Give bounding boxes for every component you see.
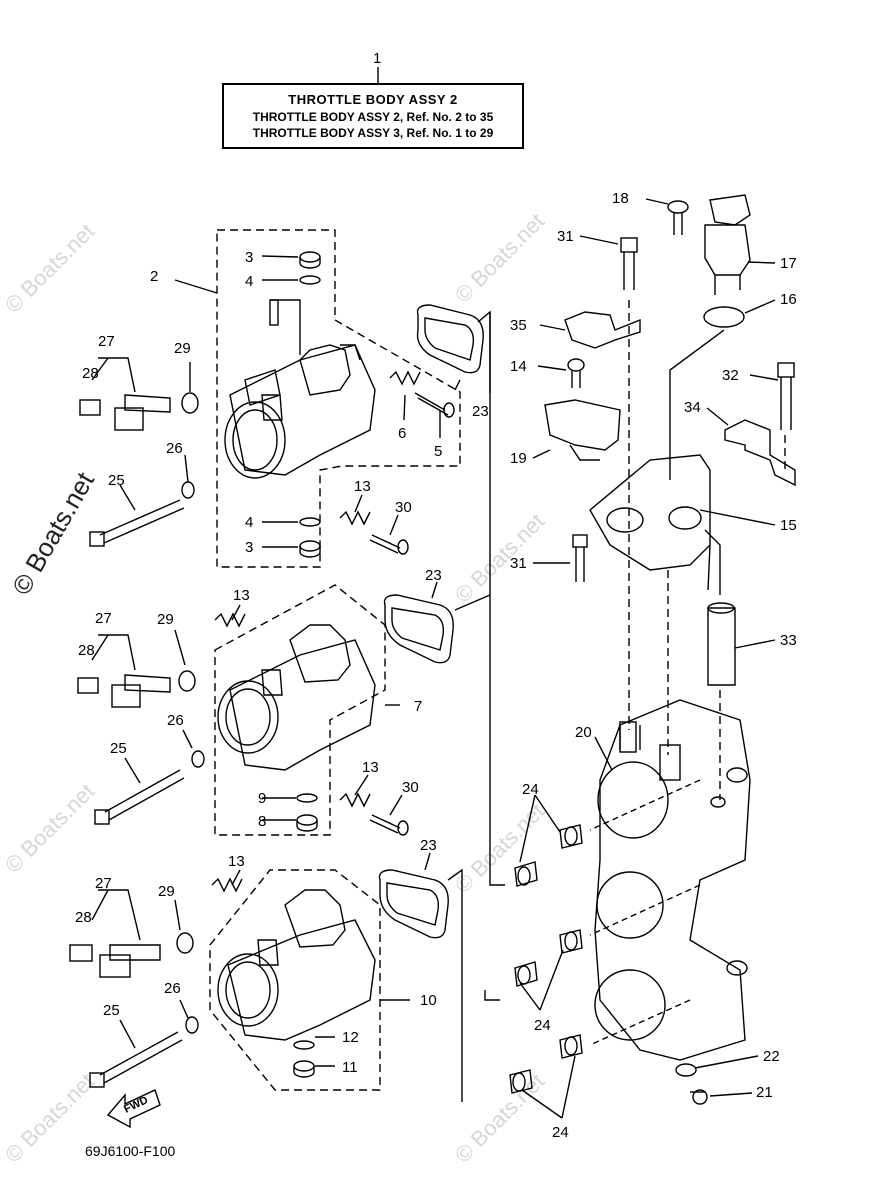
callout-33: 33 bbox=[780, 632, 797, 649]
title-line-1: THROTTLE BODY ASSY 2 bbox=[288, 92, 458, 107]
callout-24: 24 bbox=[534, 1017, 551, 1034]
throttle-body-group-7 bbox=[77, 581, 491, 836]
callout-19: 19 bbox=[510, 450, 527, 467]
callout-25: 25 bbox=[110, 740, 127, 757]
callout-27: 27 bbox=[95, 875, 112, 892]
callout-4: 4 bbox=[245, 273, 253, 290]
callout-7: 7 bbox=[414, 698, 422, 715]
callout-16: 16 bbox=[780, 291, 797, 308]
callout-9: 9 bbox=[258, 790, 266, 807]
callout-35: 35 bbox=[510, 317, 527, 334]
throttle-body-group-2 bbox=[79, 229, 491, 568]
callout-31: 31 bbox=[557, 228, 574, 245]
callout-30: 30 bbox=[395, 499, 412, 516]
callout-21: 21 bbox=[756, 1084, 773, 1101]
callout-27: 27 bbox=[98, 333, 115, 350]
callout-labels: 1 2 3 4 27 29 28 6 5 23 26 25 13 30 4 3 … bbox=[75, 50, 797, 1141]
callout-15: 15 bbox=[780, 517, 797, 534]
title-box: THROTTLE BODY ASSY 2 THROTTLE BODY ASSY … bbox=[222, 83, 524, 149]
callout-23: 23 bbox=[420, 837, 437, 854]
callout-4: 4 bbox=[245, 514, 253, 531]
callout-3: 3 bbox=[245, 539, 253, 556]
callout-34: 34 bbox=[684, 399, 701, 416]
callout-29: 29 bbox=[174, 340, 191, 357]
callout-28: 28 bbox=[78, 642, 95, 659]
callout-3: 3 bbox=[245, 249, 253, 266]
callout-27: 27 bbox=[95, 610, 112, 627]
callout-26: 26 bbox=[167, 712, 184, 729]
callout-8: 8 bbox=[258, 813, 266, 830]
callout-25: 25 bbox=[103, 1002, 120, 1019]
callout-5: 5 bbox=[434, 443, 442, 460]
callout-13: 13 bbox=[228, 853, 245, 870]
callout-18: 18 bbox=[612, 190, 629, 207]
diagram-code: 69J6100-F100 bbox=[85, 1143, 176, 1159]
callout-30: 30 bbox=[402, 779, 419, 796]
title-line-2: THROTTLE BODY ASSY 2, Ref. No. 2 to 35 bbox=[252, 110, 494, 124]
callout-24: 24 bbox=[522, 781, 539, 798]
callout-23: 23 bbox=[472, 403, 489, 420]
fwd-arrow: FWD bbox=[106, 1089, 161, 1129]
throttle-body-group-10 bbox=[69, 852, 463, 1102]
callout-17: 17 bbox=[780, 255, 797, 272]
callout-13: 13 bbox=[354, 478, 371, 495]
callout-26: 26 bbox=[166, 440, 183, 457]
callout-24: 24 bbox=[552, 1124, 569, 1141]
callout-20: 20 bbox=[575, 724, 592, 741]
callout-28: 28 bbox=[82, 365, 99, 382]
intake-manifold-assembly bbox=[484, 194, 796, 1119]
callout-13: 13 bbox=[362, 759, 379, 776]
callout-25: 25 bbox=[108, 472, 125, 489]
callout-23: 23 bbox=[425, 567, 442, 584]
callout-6: 6 bbox=[398, 425, 406, 442]
callout-10: 10 bbox=[420, 992, 437, 1009]
callout-29: 29 bbox=[158, 883, 175, 900]
callout-11: 11 bbox=[342, 1059, 358, 1076]
callout-2: 2 bbox=[150, 268, 158, 285]
callout-29: 29 bbox=[157, 611, 174, 628]
callout-26: 26 bbox=[164, 980, 181, 997]
callout-12: 12 bbox=[342, 1029, 359, 1046]
callout-28: 28 bbox=[75, 909, 92, 926]
title-line-3: THROTTLE BODY ASSY 3, Ref. No. 1 to 29 bbox=[252, 126, 494, 140]
callout-32: 32 bbox=[722, 367, 739, 384]
callout-13: 13 bbox=[233, 587, 250, 604]
callout-1: 1 bbox=[373, 50, 381, 67]
callout-22: 22 bbox=[763, 1048, 780, 1065]
callout-31: 31 bbox=[510, 555, 527, 572]
callout-14: 14 bbox=[510, 358, 527, 375]
